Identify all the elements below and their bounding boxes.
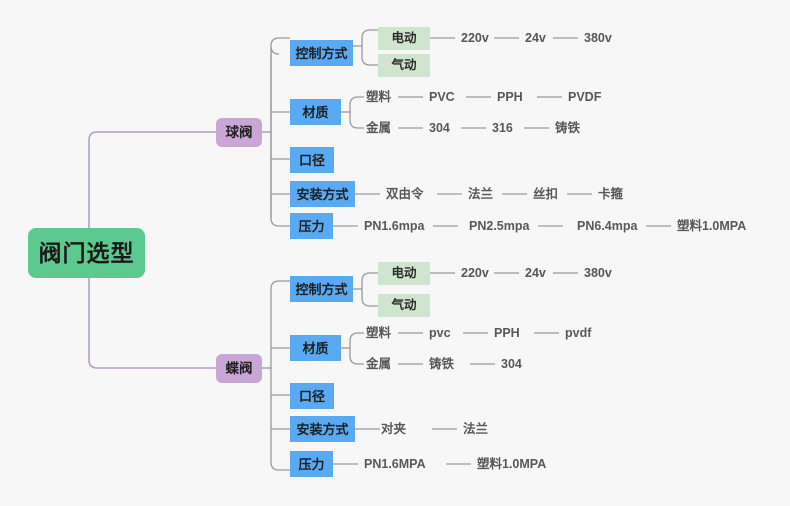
leaf-diefa-jinshu-1[interactable]: 304	[501, 357, 522, 371]
branch-node-qiufa-label: 球阀	[225, 124, 253, 140]
category-label: 口径	[299, 152, 326, 168]
category-node-qiufa-anzhuangfangshi[interactable]: 安装方式	[290, 181, 355, 207]
leaf-diefa-yali-0[interactable]: PN1.6MPA	[364, 457, 426, 471]
leaf-qiufa-diandong-1[interactable]: 24v	[525, 31, 546, 45]
option-node-qiufa-diandong[interactable]: 电动	[378, 27, 430, 50]
option-node-diefa-diandong[interactable]: 电动	[378, 262, 430, 285]
leaf-qiufa-yali-1[interactable]: PN2.5mpa	[469, 219, 530, 233]
root-node[interactable]: 阀门选型	[28, 228, 145, 278]
leaf-diefa-suliao-1[interactable]: PPH	[494, 326, 520, 340]
category-node-diefa-koujing[interactable]: 口径	[290, 383, 334, 409]
leaf-qiufa-jinshu-2[interactable]: 铸铁	[555, 121, 581, 135]
leaf-qiufa-jinshu-0[interactable]: 304	[429, 121, 450, 135]
leaf-diefa-suliao-0[interactable]: pvc	[429, 326, 451, 340]
category-label: 材质	[302, 104, 329, 120]
leaf-qiufa-anzhuang-2[interactable]: 丝扣	[533, 187, 559, 201]
leaf-qiufa-jinshu-1[interactable]: 316	[492, 121, 513, 135]
category-node-diefa-yali[interactable]: 压力	[290, 451, 333, 477]
leaf-qiufa-yali-3[interactable]: 塑料1.0MPA	[677, 219, 747, 233]
category-node-qiufa-caizhi[interactable]: 材质	[290, 99, 341, 125]
category-label: 控制方式	[295, 45, 348, 61]
option-node-qiufa-qidong[interactable]: 气动	[378, 54, 430, 77]
branch-node-diefa-label: 蝶阀	[225, 360, 253, 376]
category-label: 口径	[299, 388, 326, 404]
branch-node-qiufa[interactable]: 球阀	[216, 118, 262, 147]
branch-node-diefa[interactable]: 蝶阀	[216, 354, 262, 383]
leaf-qiufa-anzhuang-0[interactable]: 双由令	[386, 187, 424, 201]
subnode-qiufa-caizhi-suliao[interactable]: 塑料	[366, 90, 392, 104]
leaf-diefa-diandong-0[interactable]: 220v	[461, 266, 489, 280]
root-node-label: 阀门选型	[38, 239, 135, 266]
leaf-qiufa-diandong-2[interactable]: 380v	[584, 31, 612, 45]
option-label: 气动	[391, 58, 417, 73]
category-label: 材质	[302, 340, 329, 356]
category-label: 压力	[298, 456, 325, 472]
category-label: 压力	[298, 218, 325, 234]
leaf-qiufa-anzhuang-1[interactable]: 法兰	[468, 187, 494, 201]
category-node-diefa-kongzhifangshi[interactable]: 控制方式	[290, 276, 353, 302]
subnode-diefa-caizhi-jinshu[interactable]: 金属	[366, 357, 392, 371]
leaf-qiufa-yali-0[interactable]: PN1.6mpa	[364, 219, 425, 233]
category-label: 安装方式	[296, 421, 349, 437]
leaf-qiufa-diandong-0[interactable]: 220v	[461, 31, 489, 45]
category-node-diefa-caizhi[interactable]: 材质	[290, 335, 341, 361]
leaf-qiufa-yali-2[interactable]: PN6.4mpa	[577, 219, 638, 233]
category-node-qiufa-koujing[interactable]: 口径	[290, 147, 334, 173]
option-label: 电动	[391, 266, 417, 281]
option-label: 气动	[391, 298, 417, 313]
subnode-qiufa-caizhi-jinshu[interactable]: 金属	[366, 121, 392, 135]
leaf-diefa-anzhuang-0[interactable]: 对夹	[381, 422, 407, 436]
category-node-qiufa-kongzhifangshi[interactable]: 控制方式	[290, 40, 353, 66]
category-node-qiufa-yali[interactable]: 压力	[290, 213, 333, 239]
subnode-diefa-caizhi-suliao[interactable]: 塑料	[366, 326, 392, 340]
category-node-diefa-anzhuangfangshi[interactable]: 安装方式	[290, 416, 355, 442]
leaf-diefa-anzhuang-1[interactable]: 法兰	[463, 422, 489, 436]
leaf-diefa-jinshu-0[interactable]: 铸铁	[429, 357, 455, 371]
leaf-diefa-diandong-2[interactable]: 380v	[584, 266, 612, 280]
leaf-qiufa-suliao-1[interactable]: PPH	[497, 90, 523, 104]
leaf-diefa-diandong-1[interactable]: 24v	[525, 266, 546, 280]
leaf-qiufa-suliao-0[interactable]: PVC	[429, 90, 455, 104]
category-label: 控制方式	[295, 281, 348, 297]
leaf-diefa-suliao-2[interactable]: pvdf	[565, 326, 592, 340]
leaf-qiufa-suliao-2[interactable]: PVDF	[568, 90, 602, 104]
option-node-diefa-qidong[interactable]: 气动	[378, 294, 430, 317]
leaf-diefa-yali-1[interactable]: 塑料1.0MPA	[477, 457, 547, 471]
category-label: 安装方式	[296, 186, 349, 202]
leaf-qiufa-anzhuang-3[interactable]: 卡箍	[598, 187, 624, 201]
option-label: 电动	[391, 31, 417, 46]
